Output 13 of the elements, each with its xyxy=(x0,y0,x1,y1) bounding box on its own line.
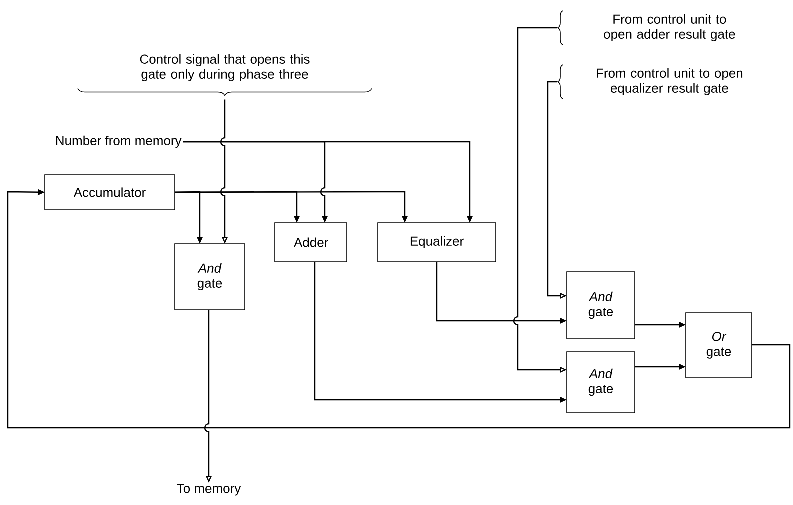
annotation-text: Control signal that opens this gate only during phase three xyxy=(140,54,310,82)
annotation-text: Number from memory xyxy=(56,136,182,148)
block-box: Accumulator xyxy=(44,174,176,210)
annotation-text: From control unit to open adder result gate xyxy=(604,14,736,42)
block-box: Adder xyxy=(274,222,348,262)
gate-box: Or gate xyxy=(686,312,752,378)
gate-box: And gate xyxy=(566,352,636,414)
gate-box: And gate xyxy=(174,244,246,310)
block-box: Equalizer xyxy=(378,222,496,262)
gate-box: And gate xyxy=(566,272,636,340)
connector-arrow xyxy=(7,189,791,429)
annotation-text: To memory xyxy=(177,484,242,496)
annotation-text: From control unit to open equalizer result gate xyxy=(597,68,743,96)
